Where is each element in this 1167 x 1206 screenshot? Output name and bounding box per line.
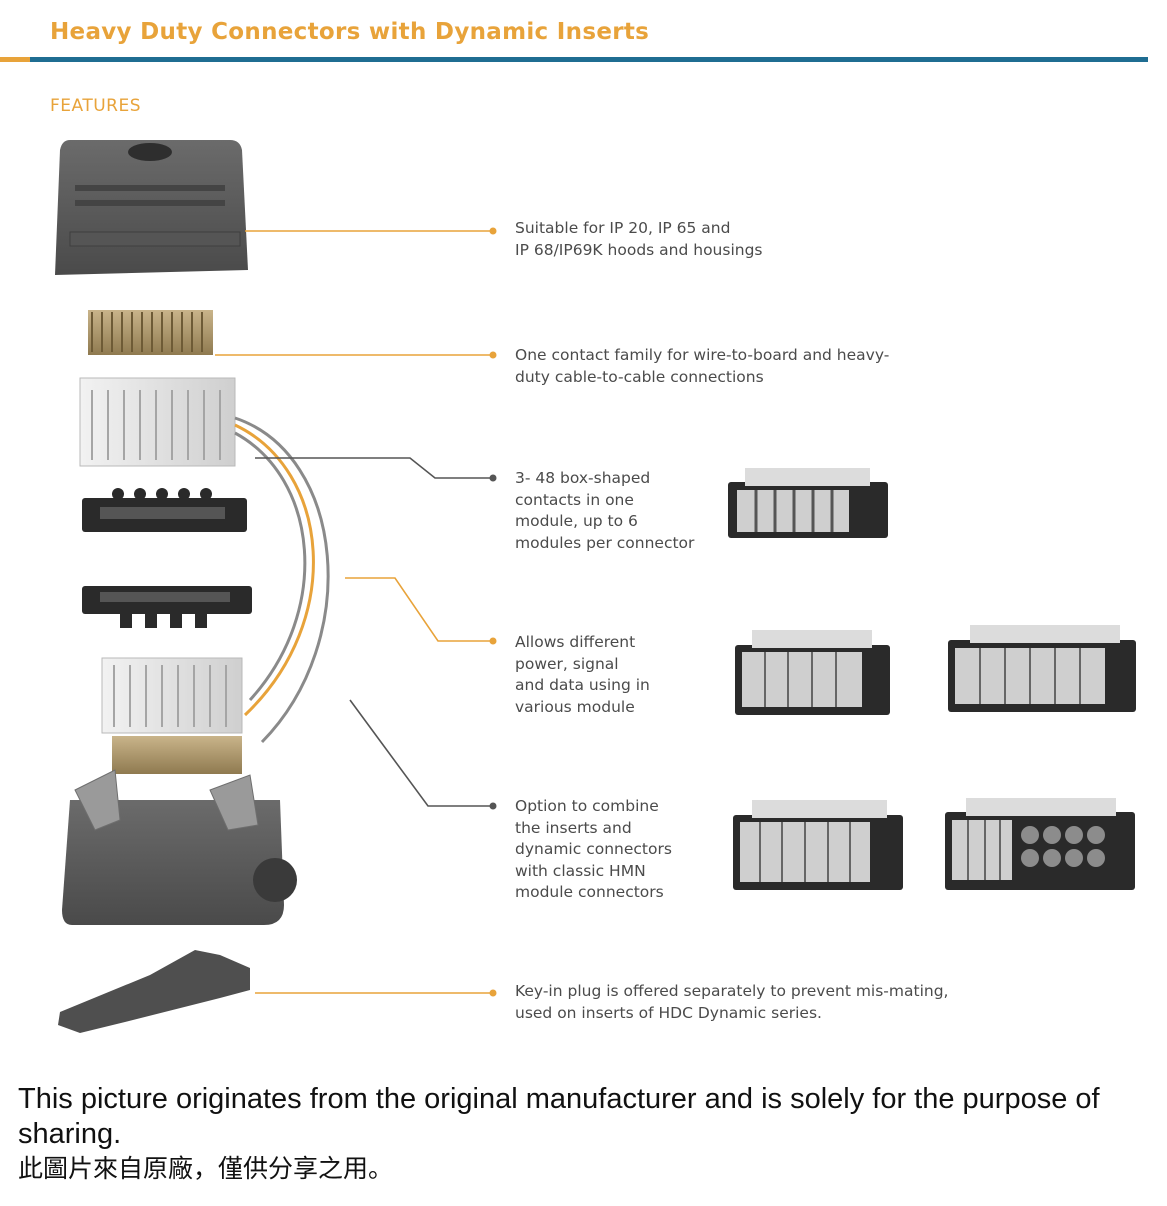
feature-ip-rating: Suitable for IP 20, IP 65 and IP 68/IP69… (515, 219, 763, 259)
section-label: FEATURES (50, 96, 142, 116)
module-combined-2-icon (945, 798, 1135, 890)
key-plug-icon (58, 950, 250, 1033)
module-mixed-2-icon (948, 625, 1136, 712)
frame-upper-icon (82, 488, 247, 532)
contacts-bottom-icon (112, 736, 242, 774)
hood-icon (55, 140, 248, 275)
caption-chinese: 此圖片來自原廠，僅供分享之用。 (18, 1154, 394, 1183)
base-housing-icon (62, 769, 297, 925)
title-rule-line (30, 57, 1148, 62)
title-rule-accent (0, 57, 30, 62)
feature-mixed-signals: Allows different power, signal and data … (515, 633, 650, 716)
page-title: Heavy Duty Connectors with Dynamic Inser… (50, 19, 650, 45)
frame-lower-icon (82, 586, 252, 628)
caption-english: This picture originates from the origina… (18, 1083, 1100, 1150)
module-3-48-contacts-icon (728, 468, 888, 538)
feature-box-contacts: 3- 48 box-shaped contacts in one module,… (515, 469, 695, 552)
title-rule (0, 57, 1148, 63)
exploded-connector-diagram (55, 140, 1136, 1033)
feature-contact-family: One contact family for wire-to-board and… (515, 346, 890, 386)
feature-key-plug: Key-in plug is offered separately to pre… (515, 982, 949, 1022)
module-mixed-1-icon (735, 630, 890, 715)
module-combined-1-icon (733, 800, 903, 890)
insert-top-icon (79, 377, 236, 467)
insert-bottom-icon (101, 657, 243, 734)
feature-combine-inserts: Option to combine the inserts and dynami… (515, 797, 672, 901)
contacts-top-icon (88, 310, 213, 355)
